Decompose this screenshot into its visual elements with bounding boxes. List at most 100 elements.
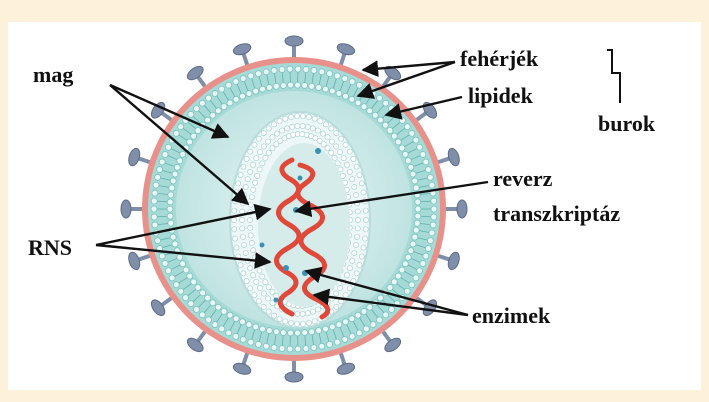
capsid-dot xyxy=(343,142,348,147)
lipid-head xyxy=(414,220,420,226)
capsid-dot xyxy=(266,309,271,314)
enzyme-dot xyxy=(298,176,303,181)
lipid-head xyxy=(342,76,348,82)
capsid-dot xyxy=(232,199,237,204)
capsid-dot xyxy=(254,279,259,284)
lipid-head xyxy=(402,151,408,157)
capsid-dot xyxy=(315,307,320,312)
capsid-dot xyxy=(347,266,352,271)
capsid-dot xyxy=(310,309,315,314)
capsid-dot xyxy=(252,142,257,147)
lipid-head xyxy=(271,67,277,73)
lipid-head xyxy=(287,330,293,336)
capsid-dot xyxy=(334,291,339,296)
lipid-head xyxy=(253,324,259,330)
lipid-head xyxy=(178,124,184,130)
lipid-head xyxy=(287,66,293,72)
capsid-dot xyxy=(363,217,368,222)
lipid-head xyxy=(210,112,216,118)
capsid-dot xyxy=(248,266,253,271)
capsid-dot xyxy=(257,268,262,273)
lipid-head xyxy=(316,328,322,334)
enzyme-dot xyxy=(274,298,279,303)
lipid-head xyxy=(246,322,252,328)
lipid-head xyxy=(420,260,426,266)
capsid-dot xyxy=(354,234,359,239)
lipid-head xyxy=(336,322,342,328)
lipid-head xyxy=(383,312,389,318)
lipid-head xyxy=(233,333,239,339)
capsid-dot xyxy=(334,304,339,309)
lipid-head xyxy=(168,220,174,226)
label-enzimek: enzimek xyxy=(472,303,551,328)
lipid-head xyxy=(240,76,246,82)
capsid-dot xyxy=(232,208,237,213)
lipid-head xyxy=(410,241,416,247)
lipid-head xyxy=(336,90,342,96)
lipid-head xyxy=(193,306,199,312)
capsid-dot xyxy=(251,248,256,253)
capsid-dot xyxy=(337,285,342,290)
lipid-head xyxy=(334,73,340,79)
lipid-head xyxy=(349,79,355,85)
lipid-head xyxy=(253,88,259,94)
lipid-head xyxy=(399,267,405,273)
capsid-dot xyxy=(294,114,299,119)
lipid-head xyxy=(415,206,421,212)
lipid-head xyxy=(425,245,431,251)
lipid-head xyxy=(212,322,218,328)
capsid-dot xyxy=(283,116,288,121)
lipid-head xyxy=(389,306,395,312)
lipid-head xyxy=(271,345,277,351)
lipid-head xyxy=(167,199,173,205)
capsid-dot xyxy=(270,135,275,140)
lipid-head xyxy=(302,330,308,336)
capsid-dot xyxy=(325,135,330,140)
spike-head xyxy=(457,200,467,218)
capsid-dot xyxy=(310,126,315,131)
capsid-dot xyxy=(248,202,253,207)
lipid-head xyxy=(409,282,415,288)
lipid-head xyxy=(303,67,309,73)
lipid-head xyxy=(188,301,194,307)
capsid-dot xyxy=(329,150,334,155)
lipid-head xyxy=(167,213,173,219)
capsid-dot xyxy=(341,156,346,161)
lipid-head xyxy=(387,284,393,290)
lipid-head xyxy=(206,317,212,323)
capsid-dot xyxy=(361,190,366,195)
lipid-head xyxy=(361,104,367,110)
lipid-head xyxy=(342,336,348,342)
capsid-dot xyxy=(260,274,265,279)
lipid-head xyxy=(370,322,376,328)
lipid-head xyxy=(329,88,335,94)
lipid-head xyxy=(255,341,261,347)
enzyme-dot xyxy=(315,148,321,154)
lipid-head xyxy=(219,86,225,92)
capsid-dot xyxy=(232,227,237,232)
lipid-head xyxy=(233,96,239,102)
lipid-head xyxy=(356,330,362,336)
lipid-head xyxy=(180,261,186,267)
label-rns: RNS xyxy=(28,235,72,260)
lipid-head xyxy=(183,267,189,273)
capsid-dot xyxy=(256,136,261,141)
capsid-dot xyxy=(350,258,355,263)
lipid-head xyxy=(273,83,279,89)
lipid-head xyxy=(427,174,433,180)
lipid-head xyxy=(323,86,329,92)
capsid-dot xyxy=(247,217,252,222)
lipid-head xyxy=(372,112,378,118)
lipid-head xyxy=(420,152,426,158)
lipid-head xyxy=(178,288,184,294)
capsid-dot xyxy=(284,126,289,131)
lipid-head xyxy=(165,144,171,150)
lipid-head xyxy=(173,130,179,136)
capsid-dot xyxy=(344,273,349,278)
capsid-dot xyxy=(295,311,300,316)
lipid-head xyxy=(417,268,423,274)
capsid-dot xyxy=(363,208,368,213)
capsid-dot xyxy=(295,123,300,128)
capsid-dot xyxy=(323,122,328,127)
lipid-head xyxy=(409,130,415,136)
